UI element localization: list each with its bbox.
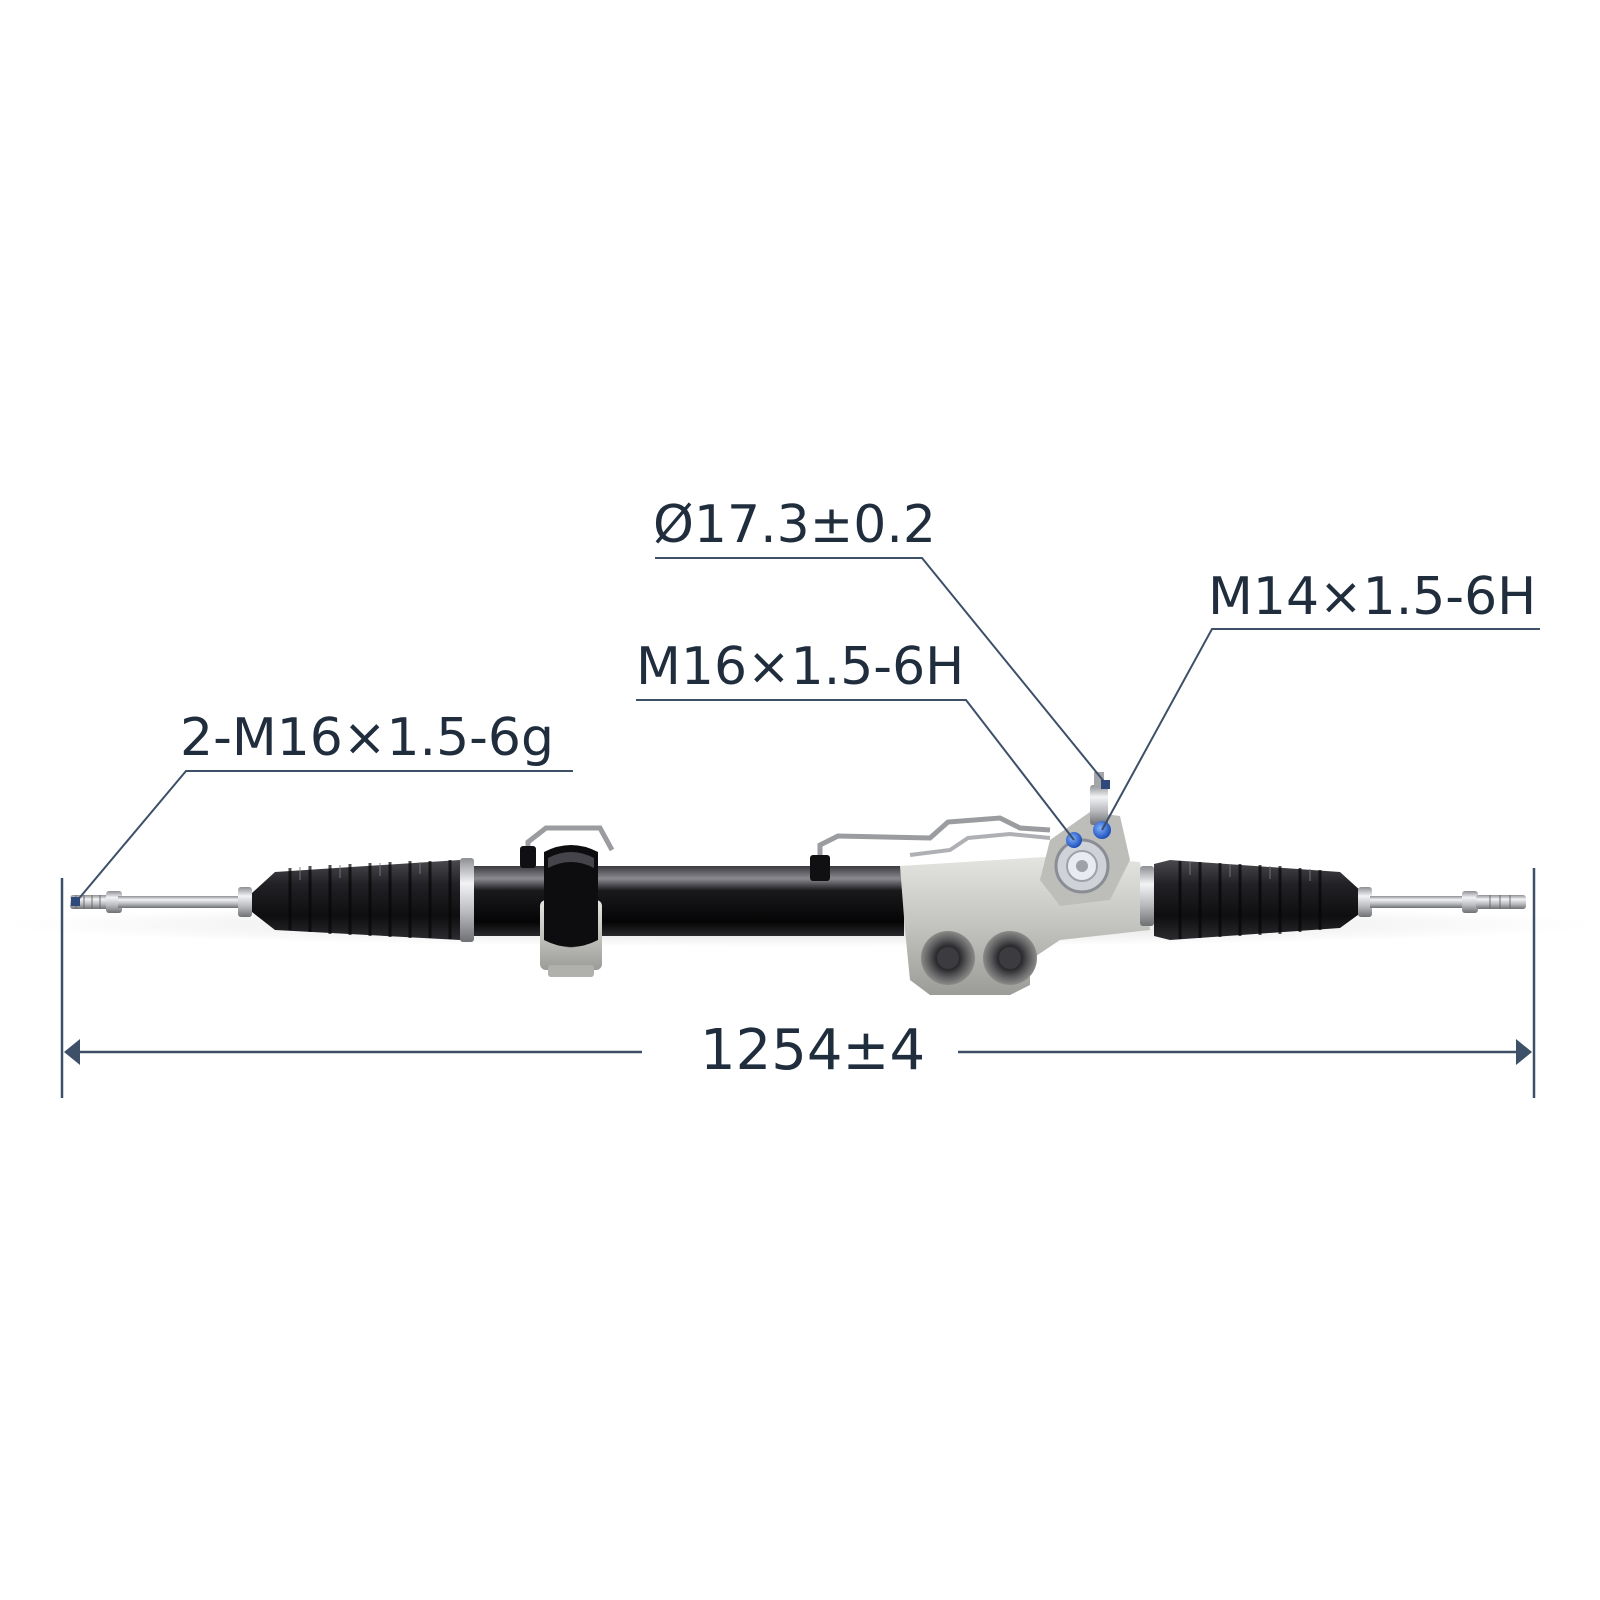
overall-length-dimension xyxy=(60,868,1536,1098)
left-fluid-line xyxy=(520,825,615,868)
left-mount-bracket xyxy=(540,845,602,977)
arrowhead-right xyxy=(1516,1039,1532,1065)
leader-inlet-port xyxy=(636,699,1075,841)
tie-rod-thread-callout: 2-M16×1.5-6g xyxy=(180,708,555,768)
leader-tie-rod-thread xyxy=(75,770,573,903)
leader-lines xyxy=(75,557,1540,903)
right-tie-rod xyxy=(1358,887,1526,917)
leader-terminators xyxy=(71,780,1110,906)
overall-length-label: 1254±4 xyxy=(700,1018,926,1083)
arrowhead-left xyxy=(64,1039,80,1065)
pressure-lines xyxy=(810,815,1051,881)
leader-pinion-diameter xyxy=(655,557,1107,785)
right-bellows-boot xyxy=(1154,860,1362,940)
leader-outlet-port xyxy=(1101,628,1540,831)
left-bellows-boot xyxy=(252,858,474,942)
rack-housing-tube xyxy=(474,866,904,936)
gear-valve-housing xyxy=(900,772,1154,995)
pinion-diameter-callout: Ø17.3±0.2 xyxy=(653,495,936,555)
inlet-port-callout: M16×1.5-6H xyxy=(636,637,965,697)
outlet-port-callout: M14×1.5-6H xyxy=(1208,567,1537,627)
